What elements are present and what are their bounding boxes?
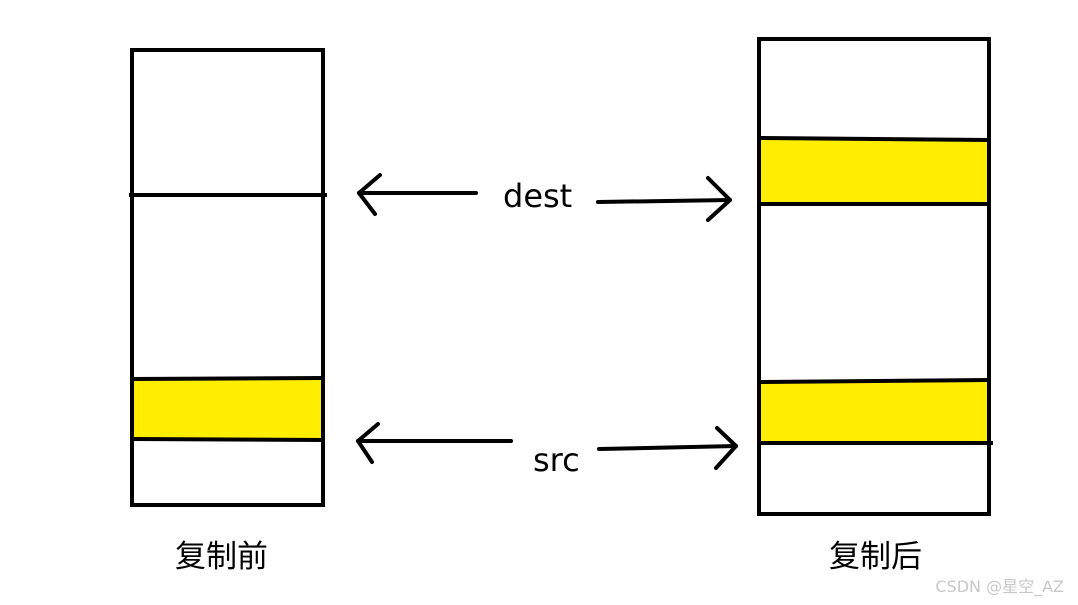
- src-top-divider-before: [131, 376, 324, 381]
- memory-block-after: [757, 37, 993, 516]
- src-label: src: [533, 441, 580, 479]
- dest-label: dest: [503, 177, 572, 215]
- dest-highlight-after: [761, 138, 988, 204]
- src-arrow-right: [597, 426, 738, 470]
- src-bottom-divider-before: [131, 437, 326, 442]
- src-top-divider-after: [758, 378, 990, 384]
- memory-block-before: [129, 48, 327, 507]
- block-outline-after: [757, 37, 991, 516]
- dest-top-divider-after: [758, 136, 990, 142]
- watermark-text: CSDN @星空_AZ: [935, 577, 1064, 596]
- src-highlight-after: [761, 381, 988, 443]
- src-arrow-left: [356, 422, 513, 464]
- caption-after: 复制后: [829, 539, 922, 575]
- block-outline-before: [130, 48, 325, 507]
- src-highlight-before: [134, 378, 321, 439]
- caption-before: 复制前: [175, 539, 268, 575]
- dest-arrow-right: [596, 176, 732, 222]
- dest-arrow-left: [357, 173, 478, 216]
